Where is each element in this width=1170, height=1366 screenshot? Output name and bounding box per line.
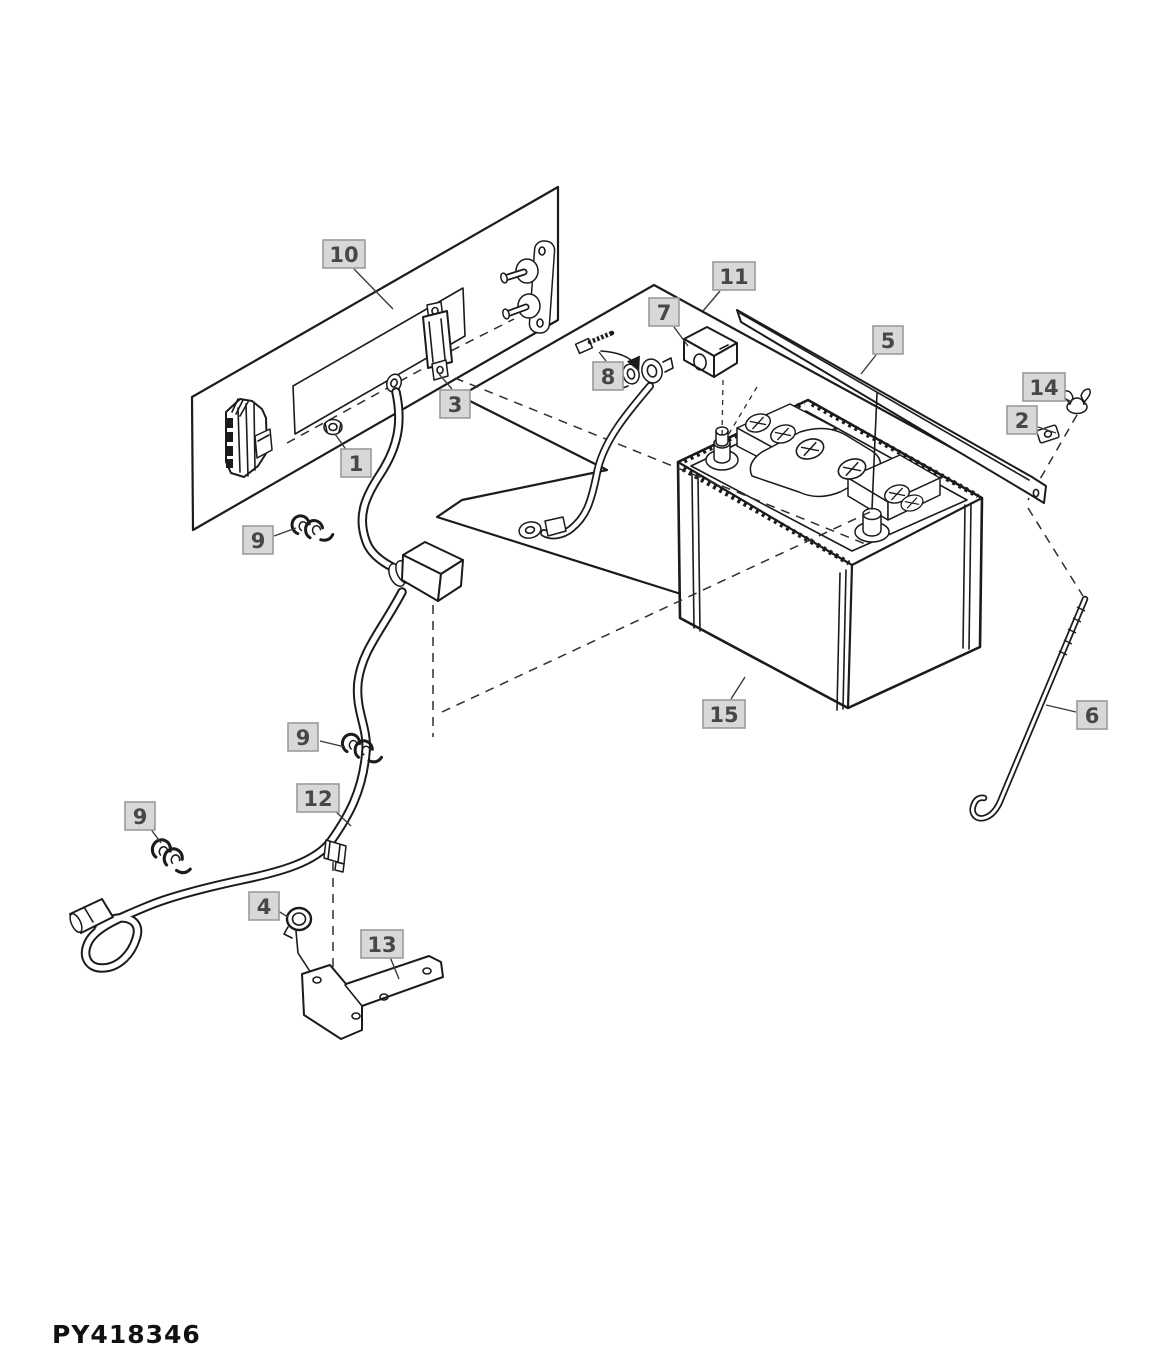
rod-thread-ticks	[1058, 606, 1086, 656]
battery-positive-post	[854, 392, 890, 543]
cable-clip	[289, 510, 335, 547]
svg-text:6: 6	[1085, 704, 1100, 728]
terminal-cover	[683, 326, 738, 378]
wing-nut-14	[1063, 388, 1091, 415]
callout-8: 8	[592, 361, 624, 391]
svg-text:11: 11	[719, 265, 748, 289]
callout-9c: 9	[124, 801, 156, 831]
mounting-panel-11	[435, 283, 987, 602]
battery	[676, 392, 984, 711]
svg-text:12: 12	[303, 787, 332, 811]
alignment-over-battery	[439, 371, 871, 713]
svg-text:9: 9	[296, 726, 311, 750]
svg-text:5: 5	[881, 329, 896, 353]
callout-9a: 9	[242, 525, 274, 555]
callout-13: 13	[360, 929, 404, 959]
svg-text:9: 9	[133, 805, 148, 829]
callout-4: 4	[248, 891, 280, 921]
callout-1: 1	[340, 448, 372, 478]
cable-band-clamp	[323, 839, 347, 873]
svg-text:4: 4	[257, 895, 272, 919]
svg-text:9: 9	[251, 529, 266, 553]
svg-text:13: 13	[367, 933, 396, 957]
svg-text:10: 10	[329, 243, 358, 267]
ground-cable	[518, 357, 674, 540]
battery-hold-down-rod	[969, 595, 1089, 822]
svg-text:1: 1	[349, 452, 364, 476]
callout-11: 11	[712, 261, 756, 291]
svg-text:3: 3	[448, 393, 463, 417]
callout-10: 10	[322, 239, 366, 269]
mounting-panel-10	[190, 185, 560, 532]
svg-text:15: 15	[709, 703, 738, 727]
loop-clamp-4	[283, 906, 314, 977]
svg-text:14: 14	[1029, 376, 1058, 400]
svg-text:8: 8	[601, 365, 616, 389]
callout-6: 6	[1076, 700, 1108, 730]
flange-nut-1	[323, 418, 343, 436]
cable-clip	[147, 836, 196, 876]
callout-15: 15	[702, 699, 746, 729]
fuse-holder-box	[388, 541, 464, 602]
battery-hold-down-bar	[736, 309, 1047, 504]
callout-9b: 9	[287, 722, 319, 752]
ring-terminal	[518, 516, 567, 539]
callout-12: 12	[296, 783, 340, 813]
fuse-link-3	[422, 301, 453, 381]
cable-end-connector	[69, 898, 114, 934]
terminal-clamp	[617, 357, 674, 390]
figure-code: PY418346	[52, 1320, 201, 1349]
callout-7: 7	[648, 297, 680, 327]
terminal-bolt	[574, 330, 640, 372]
svg-text:7: 7	[657, 301, 672, 325]
square-nut-2	[1036, 424, 1060, 444]
positive-battery-cable	[69, 373, 464, 973]
mounting-bracket-13	[301, 955, 444, 1040]
insert-direction-arrow	[600, 350, 640, 372]
callout-5: 5	[872, 325, 904, 355]
relay-module	[225, 398, 273, 478]
callout-labels: 10 11 7 5 8 14 2 3 1 9 15 6 9 12 9	[124, 239, 1108, 959]
svg-text:2: 2	[1015, 409, 1030, 433]
callout-2: 2	[1006, 405, 1038, 435]
solenoid-switch	[500, 240, 556, 334]
callout-14: 14	[1022, 372, 1066, 402]
assembly-alignment-lines	[286, 318, 1086, 1013]
callout-3: 3	[439, 389, 471, 419]
